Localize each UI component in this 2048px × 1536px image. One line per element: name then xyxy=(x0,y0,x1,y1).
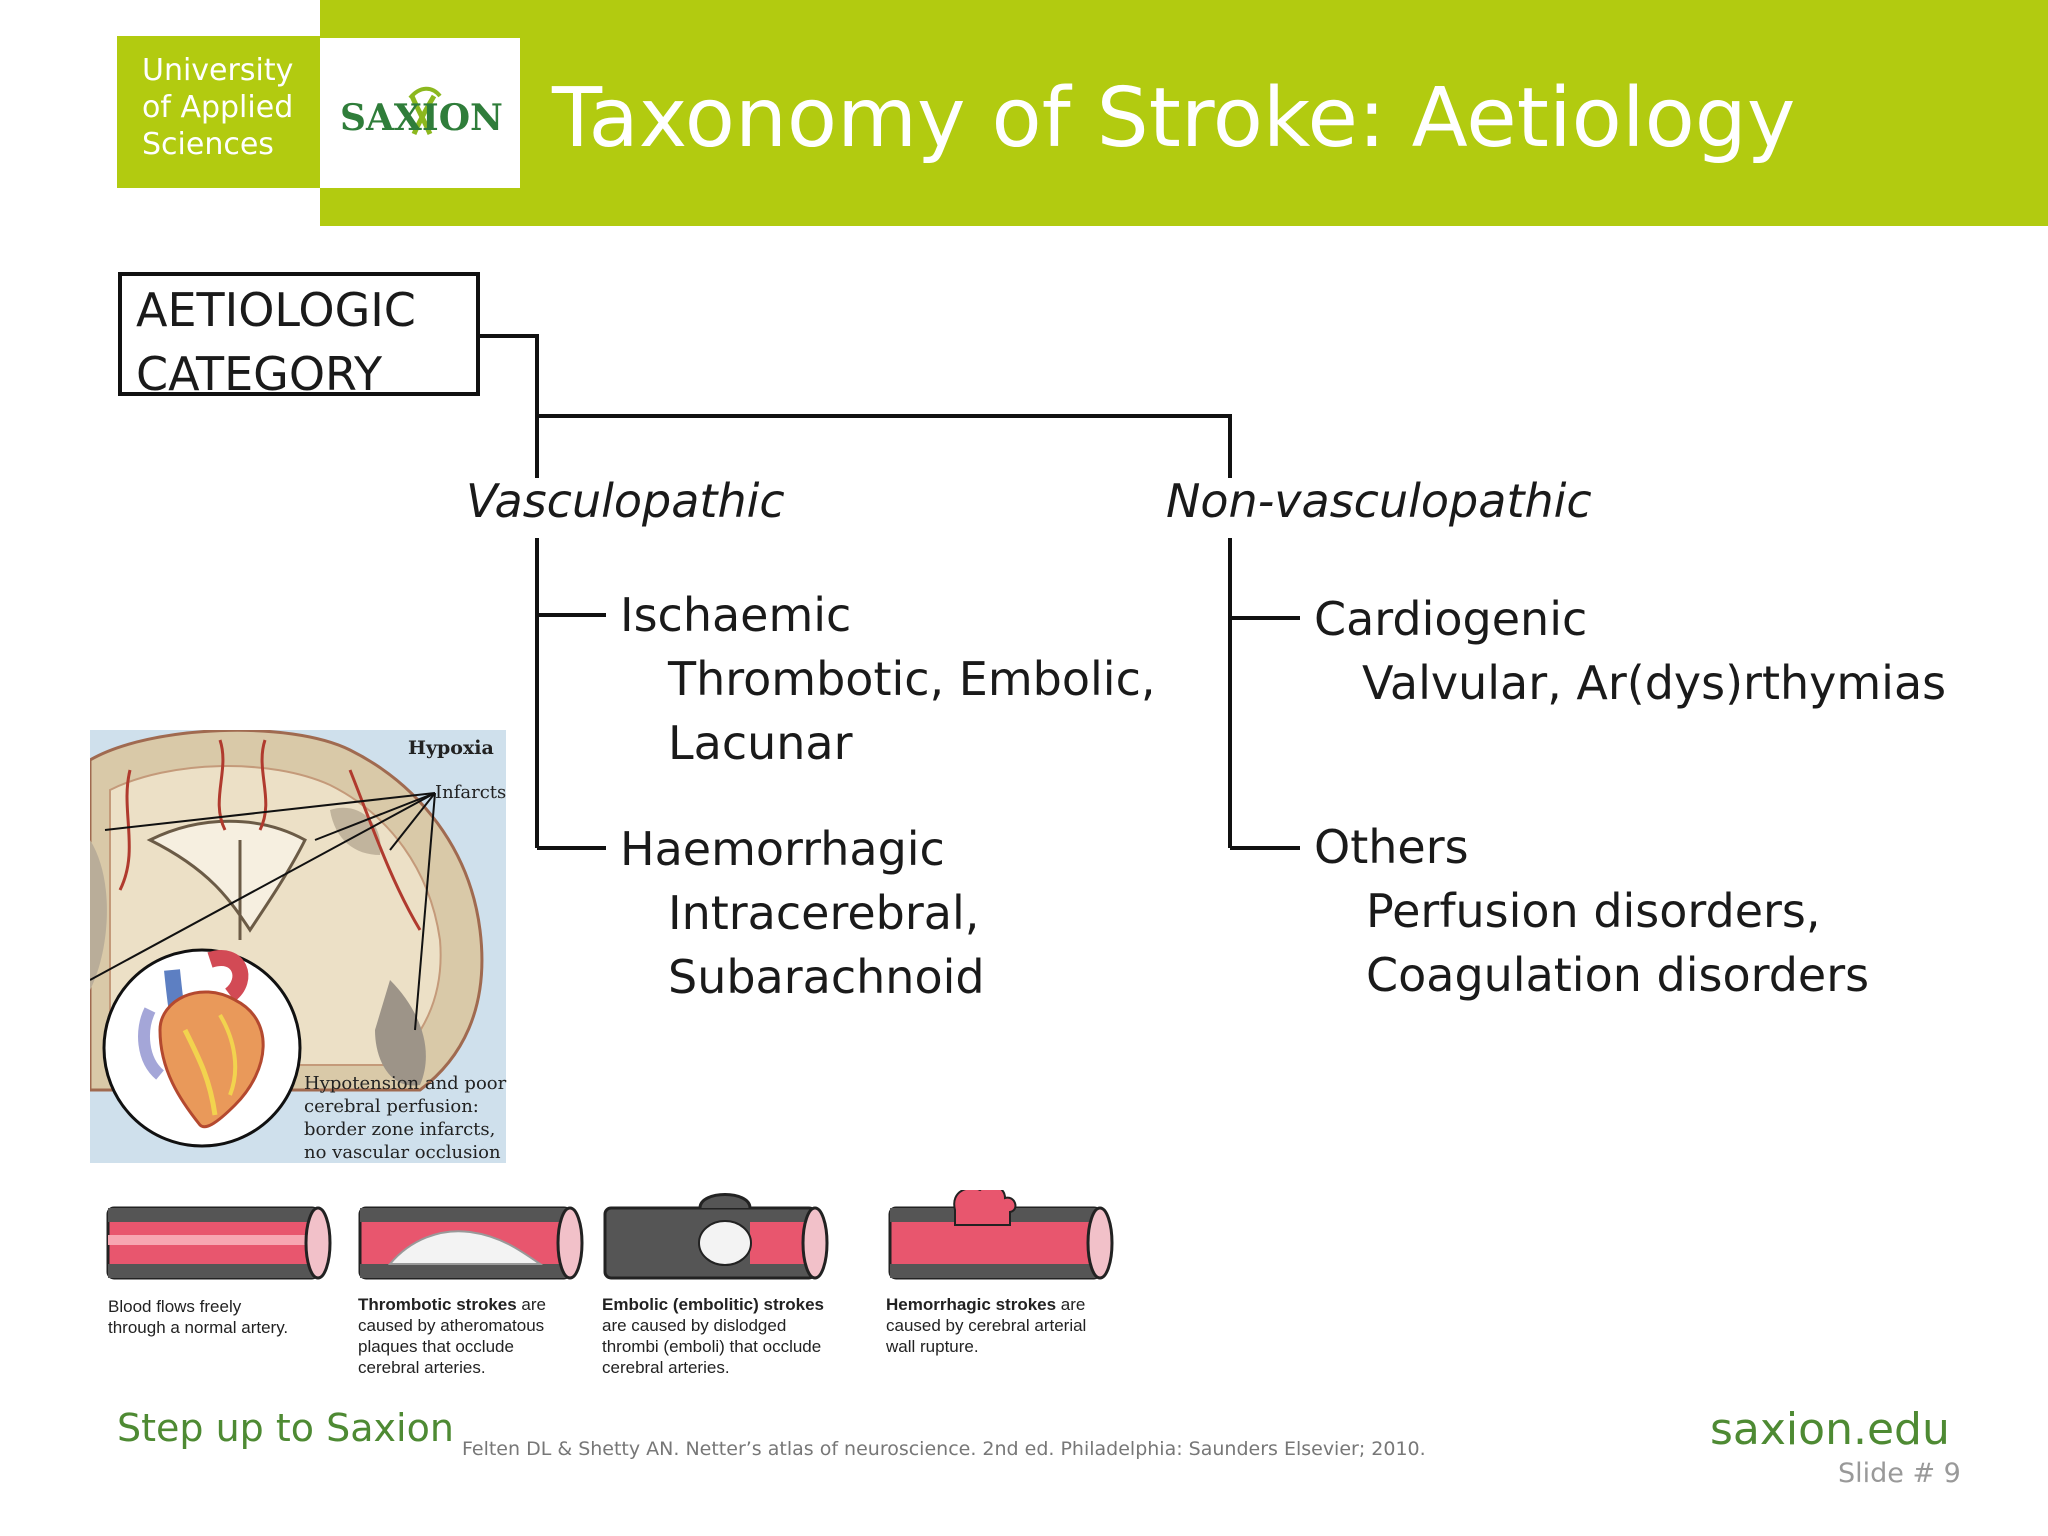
haemorrhagic-subtypes-line-2: Subarachnoid xyxy=(668,950,985,1004)
cardiogenic-label: Cardiogenic xyxy=(1314,592,1588,646)
others-label: Others xyxy=(1314,820,1469,874)
embolic-caption-line-2: thrombi (emboli) that occlude xyxy=(602,1337,822,1356)
hypoxia-label: Hypoxia xyxy=(408,737,494,759)
thrombotic-caption-line-3: plaques that occlude xyxy=(358,1337,514,1356)
logo-text: SAXION xyxy=(340,97,503,139)
slide-title: Taxonomy of Stroke: Aetiology xyxy=(552,71,1796,166)
slide-number: Slide # 9 xyxy=(1838,1458,1961,1489)
embolic-caption-bold: Embolic (embolitic) strokes xyxy=(602,1295,824,1314)
vasculopathic-label: Vasculopathic xyxy=(466,474,785,528)
ischaemic-label: Ischaemic xyxy=(620,588,852,642)
infarcts-label: Infarcts xyxy=(435,782,507,803)
hemorrhagic-caption-line-3: wall rupture. xyxy=(886,1337,979,1356)
haemorrhagic-subtypes-line-1: Intracerebral, xyxy=(668,886,980,940)
saxion-logo: SAXION xyxy=(320,38,520,188)
footer-website: saxion.edu xyxy=(1710,1404,1950,1455)
brain-hypoxia-illustration: Hypoxia Infarcts Hypotension and poor ce… xyxy=(88,728,507,1164)
cardiogenic-subtypes: Valvular, Ar(dys)rthymias xyxy=(1362,656,1947,710)
university-line-1: University xyxy=(142,53,294,88)
hemorrhagic-caption-bold: Hemorrhagic strokes xyxy=(886,1295,1057,1314)
brain-drawing xyxy=(88,728,506,1163)
thrombotic-caption-line-1: are xyxy=(516,1295,546,1314)
hypotension-caption-line-3: border zone infarcts, xyxy=(304,1119,496,1140)
aetiologic-category-label: AETIOLOGIC CATEGORY xyxy=(136,278,416,406)
embolic-caption: Embolic (embolitic) strokes are caused b… xyxy=(602,1294,824,1378)
embolic-caption-line-1: are caused by dislodged xyxy=(602,1316,787,1335)
artery-diagrams xyxy=(106,1190,1114,1280)
hypotension-caption-line-2: cerebral perfusion: xyxy=(304,1096,479,1117)
normal-artery-caption: Blood flows freely through a normal arte… xyxy=(108,1296,288,1338)
normal-artery xyxy=(106,1206,332,1280)
header-band xyxy=(320,0,2048,226)
hemorrhagic-caption-line-2: caused by cerebral arterial xyxy=(886,1316,1087,1335)
hypotension-caption-line-4: no vascular occlusion xyxy=(304,1142,501,1163)
hemorrhagic-caption-line-1: are xyxy=(1056,1295,1086,1314)
hypotension-caption: Hypotension and poor cerebral perfusion:… xyxy=(304,1072,506,1164)
others-subtypes-line-1: Perfusion disorders, xyxy=(1366,884,1821,938)
hemorrhagic-caption: Hemorrhagic strokes are caused by cerebr… xyxy=(886,1294,1086,1357)
thrombotic-caption-line-4: cerebral arteries. xyxy=(358,1358,486,1377)
normal-caption-line-2: through a normal artery. xyxy=(108,1318,289,1337)
normal-caption-line-1: Blood flows freely xyxy=(108,1297,242,1316)
hemorrhagic-artery xyxy=(888,1190,1114,1280)
thrombotic-caption-line-2: caused by atheromatous xyxy=(358,1316,545,1335)
university-name: University of Applied Sciences xyxy=(142,52,293,163)
ischaemic-subtypes-line-2: Lacunar xyxy=(668,716,853,770)
root-line-2: CATEGORY xyxy=(136,347,383,401)
embolic-caption-line-3: cerebral arteries. xyxy=(602,1358,730,1377)
footer-tagline: Step up to Saxion xyxy=(117,1406,454,1450)
saxion-logo-mark: SAXION xyxy=(340,86,503,139)
haemorrhagic-label: Haemorrhagic xyxy=(620,822,945,876)
root-line-1: AETIOLOGIC xyxy=(136,283,416,337)
thrombotic-caption-bold: Thrombotic strokes xyxy=(358,1295,517,1314)
ischaemic-subtypes-line-1: Thrombotic, Embolic, xyxy=(668,652,1156,706)
others-subtypes-line-2: Coagulation disorders xyxy=(1366,948,1870,1002)
thrombotic-caption: Thrombotic strokes are caused by atherom… xyxy=(358,1294,546,1378)
nonvasculopathic-label: Non-vasculopathic xyxy=(1166,474,1592,528)
hypotension-caption-line-1: Hypotension and poor xyxy=(304,1073,507,1094)
embolic-artery xyxy=(603,1193,829,1280)
university-line-2: of Applied xyxy=(142,90,294,125)
university-line-3: Sciences xyxy=(142,127,274,162)
aetiologic-category-box xyxy=(118,272,480,396)
thrombotic-artery xyxy=(358,1206,584,1280)
university-box xyxy=(117,36,320,188)
footer-reference: Felten DL & Shetty AN. Netter’s atlas of… xyxy=(462,1438,1426,1460)
